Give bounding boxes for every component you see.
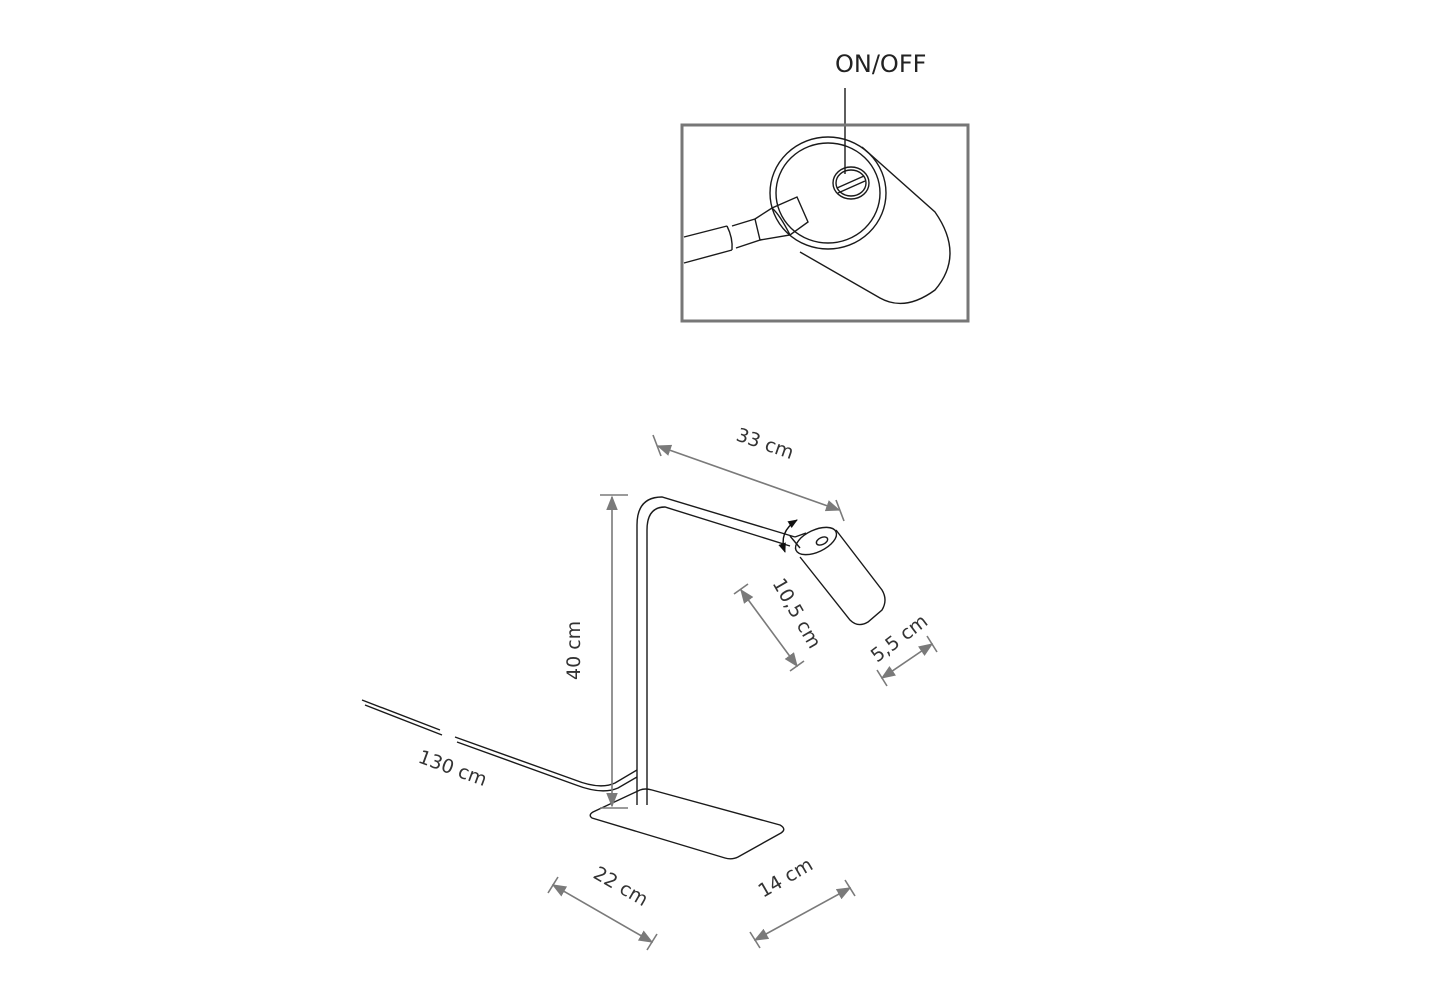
shade-top [794, 526, 838, 556]
switch-detail-inset [680, 123, 970, 323]
cable-length-label: 130 cm [415, 746, 489, 791]
lamp-stem-inner [646, 506, 791, 805]
shade-switch [815, 536, 829, 546]
lamp-stem-outer [636, 496, 796, 805]
on-off-switch-icon [832, 166, 870, 200]
lamp-drawing [361, 496, 886, 860]
dimension-height: 40 cm [563, 494, 628, 809]
shade-length-label: 10,5 cm [768, 575, 826, 653]
inset-frame [680, 123, 970, 323]
arm-length-label: 33 cm [733, 424, 796, 464]
lamp-base [589, 788, 785, 860]
shade-body [799, 146, 951, 305]
dimension-base-width: 14 cm [749, 854, 856, 949]
shade-end-face-inner [775, 142, 881, 244]
base-width-label: 14 cm [755, 854, 817, 903]
rotation-arrow-icon [778, 519, 798, 553]
base-length-label: 22 cm [590, 862, 652, 911]
height-label: 40 cm [563, 621, 585, 680]
dimension-arm: 33 cm [652, 424, 845, 522]
shade-end-face-outer [769, 136, 887, 250]
dimension-shade-diameter: 5,5 cm [867, 610, 938, 687]
on-off-label: ON/OFF [835, 50, 926, 78]
dimension-base-length: 22 cm [547, 862, 658, 951]
arm-joint [683, 196, 809, 264]
power-cable [361, 699, 638, 792]
shade-body [799, 529, 886, 626]
dimension-shade-length: 10,5 cm [733, 575, 826, 672]
shade-diameter-label: 5,5 cm [867, 610, 932, 667]
